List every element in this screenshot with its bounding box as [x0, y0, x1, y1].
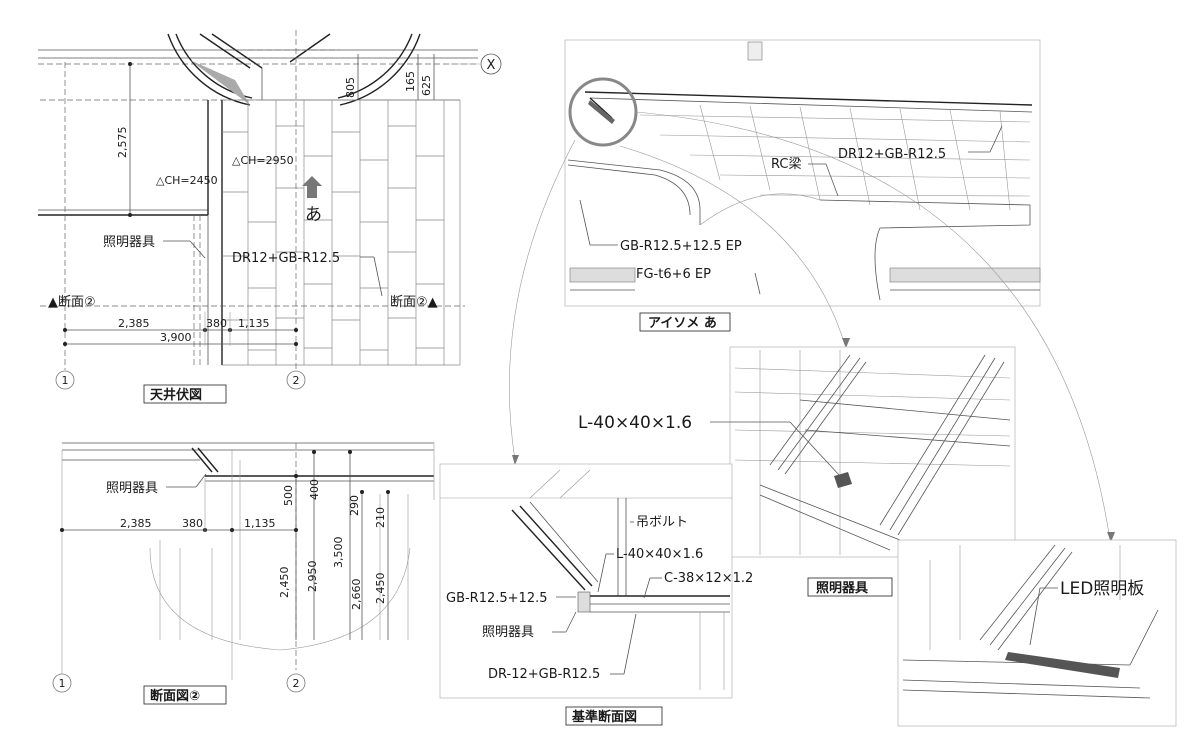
fixture-angle-label: L-40×40×1.6 — [578, 413, 692, 433]
axo-glass: FG-t6+6 EP — [636, 267, 711, 282]
plan-grid-2: 2 — [293, 374, 300, 387]
std-bolt: 吊ボルト — [636, 515, 688, 530]
ceiling-height-2950: △CH=2950 — [232, 154, 294, 167]
plan-dim-380: 380 — [206, 317, 227, 330]
std-lighting: 照明器具 — [482, 625, 534, 640]
axo-rc-beam: RC梁 — [771, 157, 801, 172]
plan-lighting-label: 照明器具 — [103, 235, 155, 250]
plan-dim-3900: 3,900 — [160, 331, 192, 344]
sec-dim-400: 400 — [308, 479, 321, 500]
axis-x-bubble — [480, 53, 502, 75]
fixture-title: 照明器具 — [816, 581, 868, 596]
sec-dim-210: 210 — [374, 507, 387, 528]
sec-dim-2385: 2,385 — [120, 517, 152, 530]
axonometric-view: RC梁 DR12+GB-R12.5 GB-R12.5+12.5 EP FG-t6… — [564, 39, 1041, 332]
dim-165: 165 — [404, 71, 417, 92]
ceiling-plan: X 2,575 805 165 625 △CH=2950 △CH=2450 あ … — [38, 30, 502, 404]
standard-section: 吊ボルト L-40×40×1.6 C-38×12×1.2 GB-R12.5+12… — [439, 463, 753, 726]
axis-x-label: X — [487, 58, 496, 73]
axo-title: アイソメ あ — [648, 316, 717, 331]
axo-finish: DR12+GB-R12.5 — [838, 147, 946, 162]
sec-dim-2450b: 2,450 — [374, 573, 387, 605]
plan-grid-1: 1 — [62, 374, 69, 387]
std-dr: DR-12+GB-R12.5 — [488, 667, 600, 682]
std-channel: C-38×12×1.2 — [664, 571, 753, 586]
sec-dim-3500: 3,500 — [332, 537, 345, 569]
led-detail-view: LED照明板 — [897, 539, 1177, 727]
fixture-view: L-40×40×1.6 照明器具 — [578, 346, 1016, 597]
plan-dim-2385: 2,385 — [118, 317, 150, 330]
sec-dim-380: 380 — [182, 517, 203, 530]
sec-dim-2660: 2,660 — [350, 579, 363, 611]
dim-625: 625 — [420, 75, 433, 96]
sec-lighting-label: 照明器具 — [106, 481, 158, 496]
axo-wall-finish: GB-R12.5+12.5 EP — [620, 239, 742, 254]
sec-dim-2950: 2,950 — [306, 561, 319, 593]
plan-title: 天井伏図 — [150, 387, 202, 403]
section-2: 500 400 290 210 2,450 2,950 3,500 2,660 … — [52, 442, 435, 705]
section-marker-right: 断面②▲ — [390, 295, 438, 310]
sec-grid-1: 1 — [59, 677, 66, 690]
sec-dim-1135: 1,135 — [244, 517, 276, 530]
plan-dim-1135: 1,135 — [238, 317, 270, 330]
dim-2575: 2,575 — [116, 127, 129, 159]
ceiling-height-2450: △CH=2450 — [156, 174, 218, 187]
plan-finish-label: DR12+GB-R12.5 — [232, 251, 340, 266]
view-arrow-icon — [302, 176, 322, 198]
section-title: 断面図② — [150, 688, 200, 704]
led-panel — [1005, 652, 1120, 678]
sec-dim-290: 290 — [348, 495, 361, 516]
std-title: 基準断面図 — [571, 709, 637, 725]
std-gb: GB-R12.5+12.5 — [446, 591, 548, 606]
section-marker-left: ▲断面② — [48, 295, 96, 310]
view-mark: あ — [305, 205, 322, 225]
sec-grid-2: 2 — [293, 677, 300, 690]
callout-leaders — [509, 111, 1115, 542]
led-label: LED照明板 — [1060, 579, 1144, 599]
std-angle: L-40×40×1.6 — [616, 547, 703, 562]
dim-805: 805 — [344, 77, 357, 98]
sec-dim-500: 500 — [282, 485, 295, 506]
sec-dim-2450a: 2,450 — [278, 567, 291, 599]
